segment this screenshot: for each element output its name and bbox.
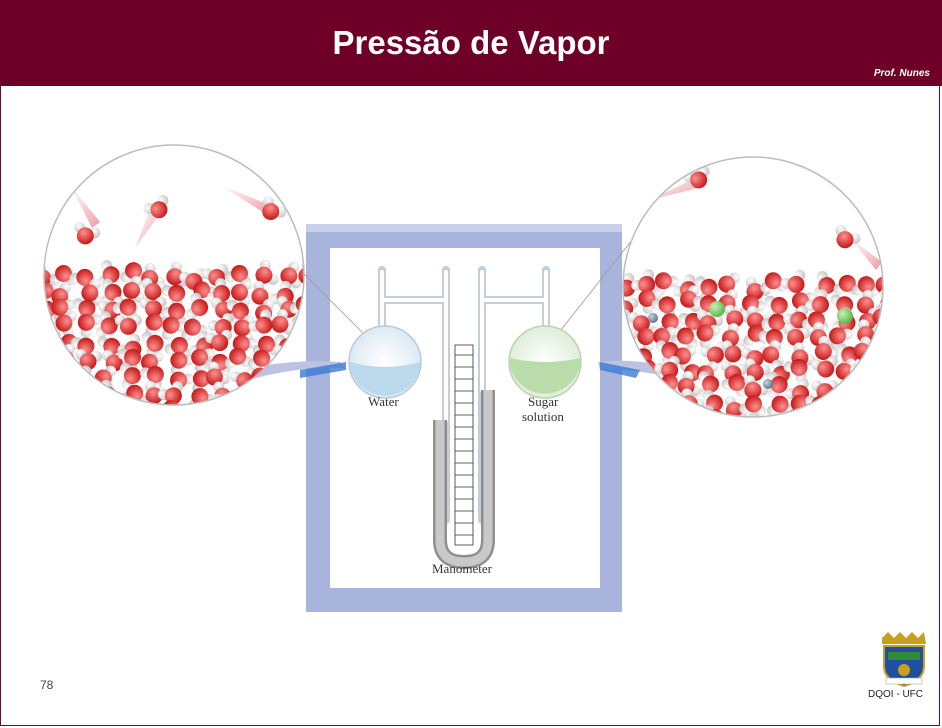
water-molecule — [868, 356, 901, 390]
water-molecule — [835, 387, 861, 418]
water-molecule — [237, 401, 257, 428]
water-molecule — [70, 380, 103, 409]
solute-particle — [648, 313, 658, 323]
water-molecule — [250, 404, 279, 427]
manometer-label: Manometer — [432, 561, 493, 576]
water-molecule — [631, 394, 653, 423]
water-molecule — [802, 401, 836, 434]
sugar-molecule — [709, 301, 725, 317]
water-molecule — [875, 387, 901, 418]
water-label: Water — [368, 394, 399, 409]
water-molecule — [873, 408, 894, 436]
water-molecule — [29, 397, 58, 420]
water-molecule — [852, 405, 885, 436]
water-molecule — [655, 388, 676, 416]
water-molecule — [652, 409, 684, 443]
water-molecule — [28, 330, 59, 356]
sugar-molecule — [837, 308, 853, 324]
solute-particle — [763, 379, 773, 389]
university-crest-icon — [878, 630, 930, 688]
water-molecule — [669, 403, 703, 434]
water-molecule — [871, 343, 903, 371]
water-molecule — [48, 365, 78, 390]
water-molecule — [270, 383, 299, 416]
department-label: DQOI - UFC — [868, 689, 923, 700]
sugar-solution-flask — [509, 326, 581, 398]
water-molecule — [875, 320, 903, 352]
solution-label: solution — [522, 409, 564, 424]
water-flask — [349, 326, 421, 398]
water-molecule — [847, 388, 879, 416]
water-molecule — [50, 398, 79, 421]
water-molecule — [268, 399, 301, 428]
water-molecule — [55, 379, 86, 412]
water-molecule — [822, 410, 855, 440]
water-molecule — [634, 413, 664, 437]
water-molecule — [31, 358, 65, 390]
water-molecule — [32, 376, 58, 407]
water-molecule — [72, 394, 105, 425]
water-molecule — [849, 369, 876, 401]
water-molecule — [111, 398, 142, 424]
water-molecule — [33, 346, 65, 380]
sugar-label: Sugar — [528, 394, 559, 409]
water-magnification — [27, 145, 330, 433]
water-molecule — [95, 397, 129, 428]
solution-magnification — [603, 157, 903, 442]
page-number: 78 — [40, 678, 53, 692]
water-molecule — [866, 374, 899, 407]
